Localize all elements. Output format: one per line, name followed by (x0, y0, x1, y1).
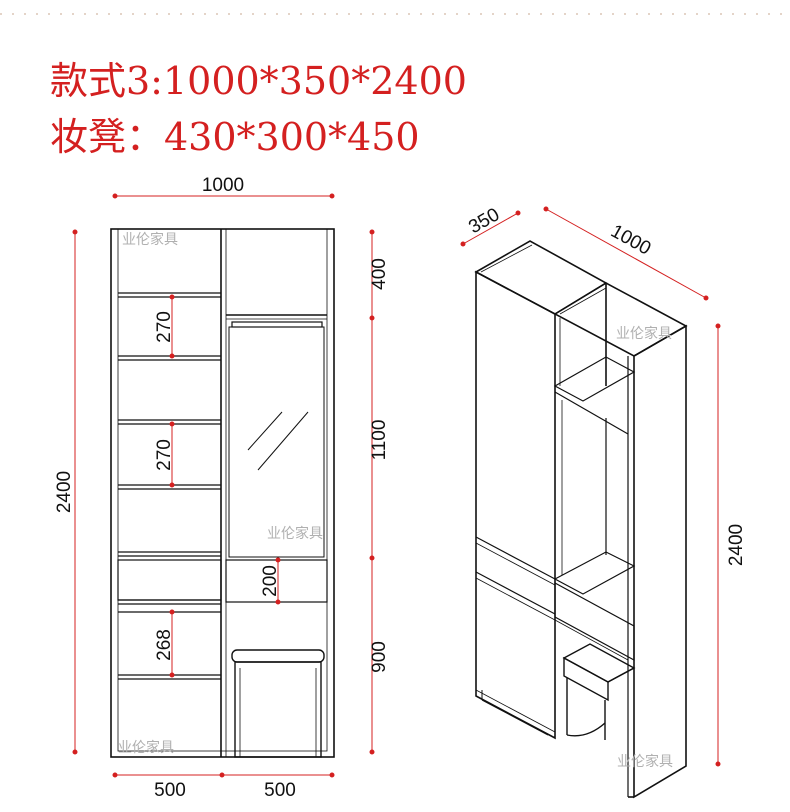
shelf-height-label-1: 270 (154, 311, 175, 343)
iso-inner-shelf (553, 356, 636, 402)
right-top-height-label: 400 (369, 258, 390, 290)
title-stool: 妆凳：430*300*450 (50, 115, 420, 159)
iso-dimensions (460, 206, 721, 767)
mirror-glare-1 (247, 411, 283, 451)
lower-shelf-height-label: 268 (154, 629, 175, 661)
iso-stool (562, 643, 636, 740)
watermark-3: 业伦家具 (616, 325, 672, 342)
iso-height-label: 2400 (726, 524, 747, 566)
watermark-2: 业伦家具 (267, 525, 323, 542)
front-width-label: 1000 (202, 175, 244, 196)
iso-right-side (633, 324, 687, 799)
mirror-glare-2 (257, 411, 309, 471)
iso-view (474, 240, 688, 799)
front-view (110, 228, 335, 758)
left-shelves (118, 292, 221, 680)
watermark-5: 业伦家具 (118, 739, 174, 756)
cabinet-inner-outline (117, 228, 328, 752)
stool (231, 649, 325, 758)
watermark-1: 业伦家具 (122, 231, 178, 248)
front-height-label: 2400 (54, 471, 75, 513)
drawer-height-label: 200 (260, 565, 281, 597)
iso-left-front (475, 270, 556, 740)
mirror-rail (231, 321, 323, 328)
title-model: 款式3:1000*350*2400 (50, 59, 467, 103)
iso-desk-top (553, 551, 636, 595)
iso-depth-label: 350 (465, 204, 503, 238)
watermark-4: 业伦家具 (617, 753, 673, 770)
iso-left-top (474, 240, 608, 315)
shelf-height-label-2: 270 (154, 439, 175, 471)
bottom-left-width-label: 500 (154, 780, 186, 801)
front-dimensions (72, 193, 375, 778)
right-bottom-height-label: 900 (369, 641, 390, 673)
bottom-right-width-label: 500 (264, 780, 296, 801)
cabinet-outline (110, 228, 335, 758)
mirror-panel (228, 326, 325, 558)
left-drawer (117, 559, 222, 601)
right-mid-height-label: 1100 (369, 420, 390, 461)
iso-width-label: 1000 (607, 221, 654, 260)
iso-drawer-front (554, 581, 635, 662)
iso-right-top (553, 282, 688, 357)
